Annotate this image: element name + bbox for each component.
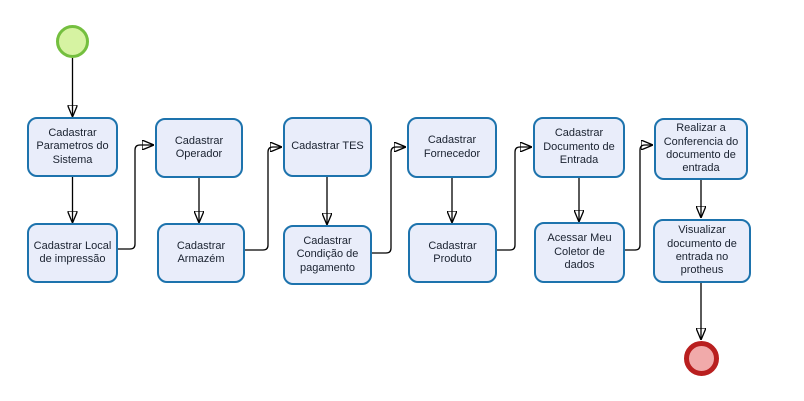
edge-local-impressao-to-operador bbox=[118, 145, 153, 250]
end-event bbox=[684, 341, 719, 376]
task-label: Cadastrar TES bbox=[291, 140, 364, 153]
task-cadastrar-documento-de-entrada: Cadastrar Documento de Entrada bbox=[533, 117, 625, 178]
edge-condicao-pagamento-to-fornecedor bbox=[372, 147, 405, 254]
task-label: Cadastrar Fornecedor bbox=[423, 134, 481, 160]
edge-armazem-to-tes bbox=[245, 147, 281, 251]
task-label: Visualizar documento de entrada no proth… bbox=[667, 224, 737, 277]
task-cadastrar-operador: Cadastrar Operador bbox=[155, 118, 243, 178]
task-acessar-meu-coletor-de-dados: Acessar Meu Coletor de dados bbox=[534, 222, 625, 283]
edge-coletor-to-conferencia bbox=[625, 145, 652, 251]
task-label: Realizar a Conferencia do documento de e… bbox=[663, 122, 739, 175]
task-label: Cadastrar Parametros do Sistema bbox=[36, 126, 109, 166]
task-label: Cadastrar Armazém bbox=[176, 239, 226, 265]
task-cadastrar-produto: Cadastrar Produto bbox=[408, 223, 497, 283]
task-cadastrar-tes: Cadastrar TES bbox=[283, 117, 372, 177]
task-cadastrar-parametros-do-sistema: Cadastrar Parametros do Sistema bbox=[27, 117, 118, 177]
task-label: Acessar Meu Coletor de dados bbox=[547, 232, 612, 272]
task-cadastrar-local-de-impressao: Cadastrar Local de impressão bbox=[27, 223, 118, 283]
task-label: Cadastrar Local de impressão bbox=[33, 239, 112, 265]
edge-produto-to-documento-entrada bbox=[497, 147, 531, 251]
task-realizar-conferencia-documento-entrada: Realizar a Conferencia do documento de e… bbox=[654, 118, 748, 180]
task-label: Cadastrar Produto bbox=[428, 239, 477, 265]
task-label: Cadastrar Condição de pagamento bbox=[296, 234, 359, 274]
task-label: Cadastrar Documento de Entrada bbox=[543, 127, 615, 167]
task-visualizar-documento-entrada-protheus: Visualizar documento de entrada no proth… bbox=[653, 219, 751, 283]
task-cadastrar-condicao-de-pagamento: Cadastrar Condição de pagamento bbox=[283, 225, 372, 285]
start-event bbox=[56, 25, 89, 58]
task-cadastrar-armazem: Cadastrar Armazém bbox=[157, 223, 245, 283]
task-cadastrar-fornecedor: Cadastrar Fornecedor bbox=[407, 117, 497, 178]
task-label: Cadastrar Operador bbox=[174, 134, 224, 160]
